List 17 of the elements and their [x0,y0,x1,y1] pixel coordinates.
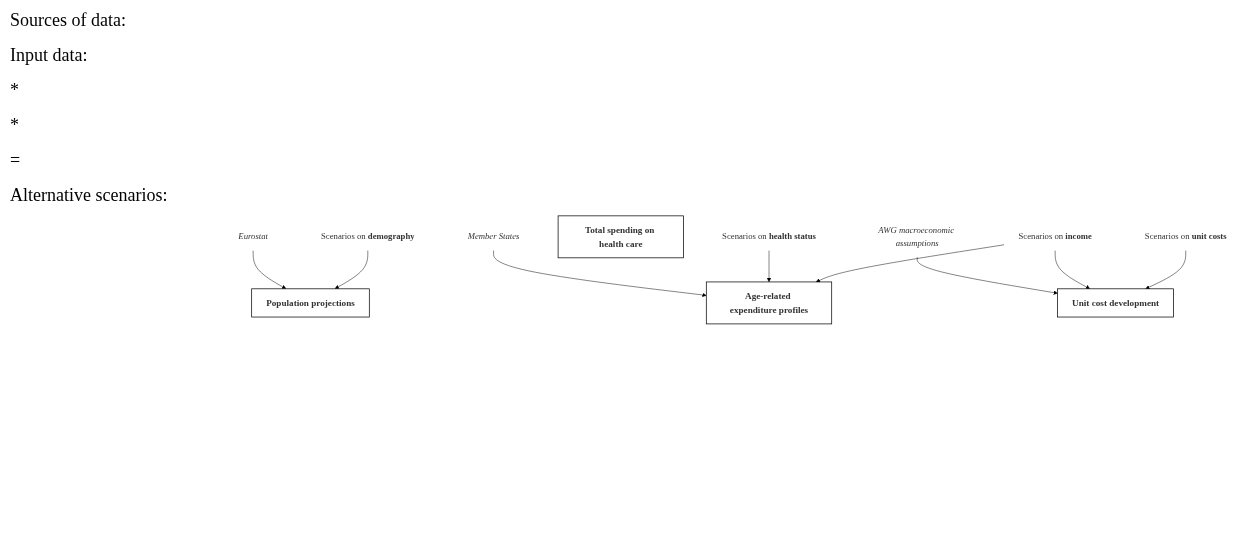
node-box: Unit cost development [1057,288,1174,317]
node-text: Scenarios on health status [722,231,816,242]
node-text: Scenarios on unit costs [1144,231,1227,242]
row-label: Alternative scenarios: [10,185,169,206]
node-box: Population projections [251,288,370,317]
operator-symbol: * [10,115,20,136]
operator-symbol: * [10,80,20,101]
node-text: Member States [467,231,520,242]
row-label: Input data: [10,45,89,66]
node-box: Total spending on health care [557,215,684,258]
node-text: AWG macroeconomic assumptions [878,224,955,248]
operator-symbol: = [10,150,22,171]
node-text: Scenarios on demography [321,231,415,242]
row-label: Sources of data: [10,10,127,31]
node-text: Scenarios on income [1018,231,1092,242]
node-text: Eurostat [238,231,268,242]
node-box: Age-related expenditure profiles [705,281,833,324]
